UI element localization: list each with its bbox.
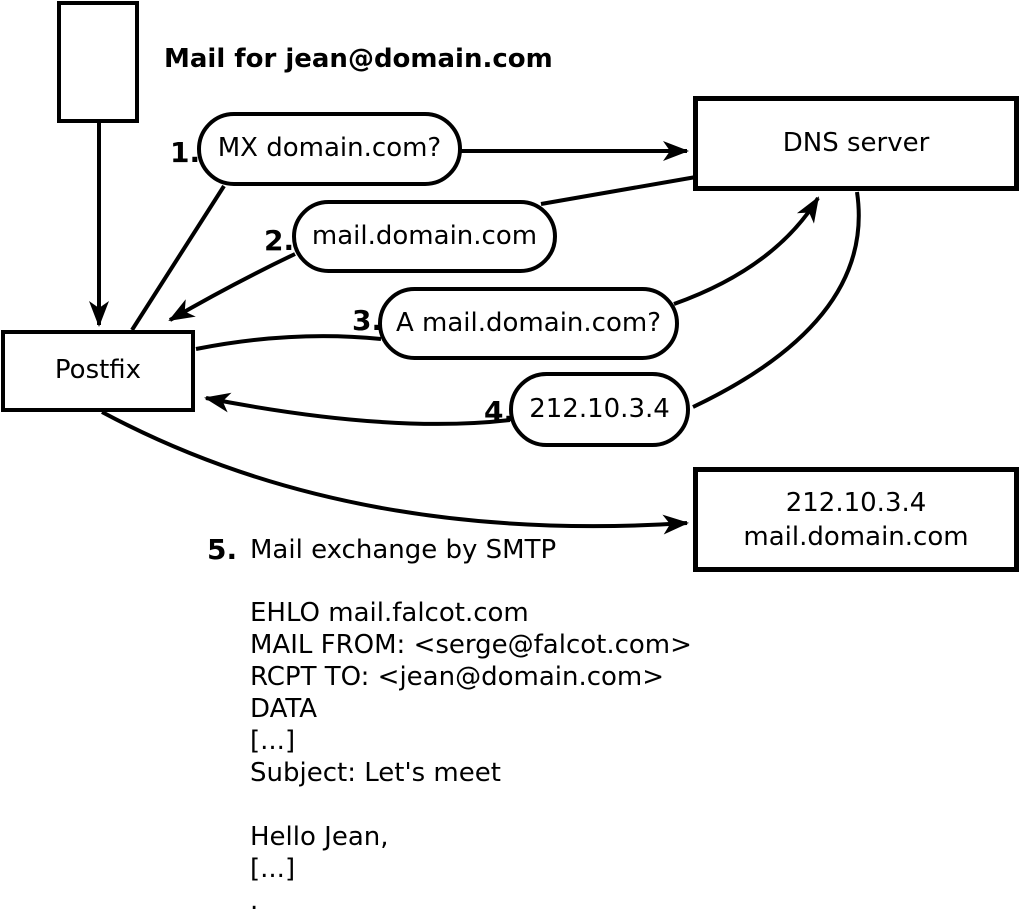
query-pill-mx: MX domain.com? xyxy=(197,112,462,186)
line-dns-to-pill2 xyxy=(540,175,697,206)
arrow-postfix-to-mailserver xyxy=(101,410,689,535)
postfix-label: Postfix xyxy=(54,355,142,386)
reply-pill-mailhost: mail.domain.com xyxy=(292,200,557,273)
step5-label: Mail exchange by SMTP xyxy=(250,535,557,565)
step-number-3: 3. xyxy=(352,304,383,337)
mail-envelope-icon xyxy=(57,1,139,123)
dns-server-label: DNS server xyxy=(782,127,930,158)
mail-server-node: 212.10.3.4 mail.domain.com xyxy=(693,467,1019,572)
step-number-5: 5. xyxy=(207,533,238,566)
reply-pill-ip: 212.10.3.4 xyxy=(509,372,690,447)
line-postfix-to-pill3 xyxy=(195,334,382,351)
dns-server-node: DNS server xyxy=(693,96,1019,191)
query-pill-a-record-label: A mail.domain.com? xyxy=(396,307,661,338)
smtp-session-text: EHLO mail.falcot.com MAIL FROM: <serge@f… xyxy=(250,598,692,916)
arrow-pill3-to-dns xyxy=(673,196,820,306)
line-dns-to-pill4 xyxy=(692,191,861,409)
step-number-4: 4. xyxy=(484,395,515,428)
mail-server-hostname: mail.domain.com xyxy=(743,521,969,552)
step-number-1: 1. xyxy=(170,136,201,169)
reply-pill-mailhost-label: mail.domain.com xyxy=(311,220,538,251)
mail-server-ip: 212.10.3.4 xyxy=(785,487,927,518)
reply-pill-ip-label: 212.10.3.4 xyxy=(529,393,670,424)
arrow-pill2-to-postfix xyxy=(168,252,296,322)
postfix-node: Postfix xyxy=(1,330,195,412)
query-pill-mx-label: MX domain.com? xyxy=(217,133,442,164)
step-number-2: 2. xyxy=(264,224,295,257)
query-pill-a-record: A mail.domain.com? xyxy=(378,287,679,360)
arrow-pill4-to-postfix xyxy=(204,392,511,426)
diagram-title: Mail for jean@domain.com xyxy=(164,44,553,74)
line-postfix-to-pill1 xyxy=(130,184,226,332)
